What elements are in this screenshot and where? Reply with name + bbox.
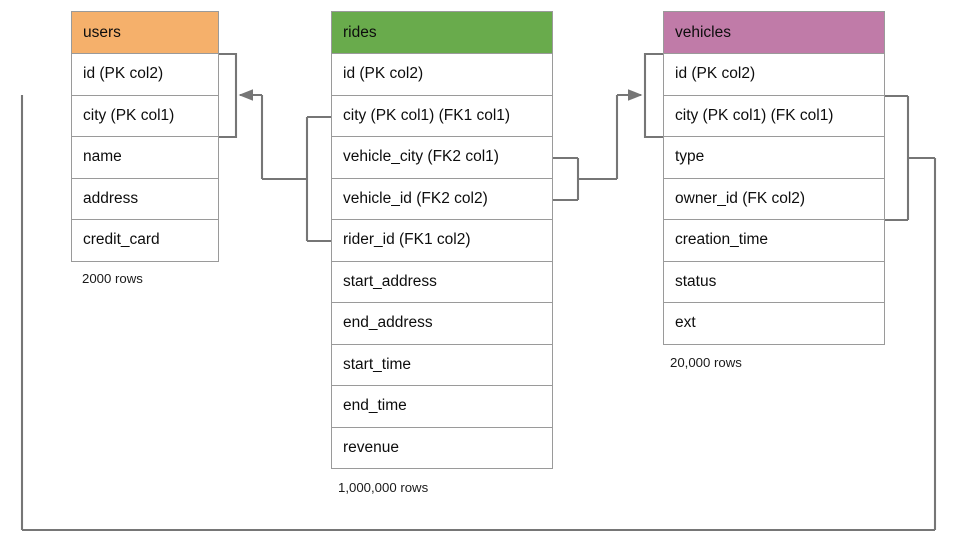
column-label: start_address bbox=[343, 272, 437, 290]
column-label: id (PK col2) bbox=[83, 65, 164, 83]
column-row[interactable]: vehicle_id (FK2 col2) bbox=[331, 178, 553, 220]
column-label: ext bbox=[675, 314, 696, 332]
column-label: credit_card bbox=[83, 231, 160, 249]
column-row[interactable]: start_address bbox=[331, 261, 553, 303]
column-label: city (PK col1) bbox=[83, 106, 175, 124]
entity-title: rides bbox=[343, 23, 377, 41]
connector-fk1-rides-users bbox=[219, 52, 331, 243]
column-label: city (PK col1) (FK col1) bbox=[675, 106, 834, 124]
column-row[interactable]: city (PK col1) bbox=[71, 95, 219, 137]
entity-header-vehicles: vehicles bbox=[663, 11, 885, 54]
column-label: end_time bbox=[343, 397, 407, 415]
column-label: vehicle_id (FK2 col2) bbox=[343, 189, 488, 207]
row-count-label-rides: 1,000,000 rows bbox=[338, 480, 429, 495]
column-label: name bbox=[83, 148, 122, 166]
column-row[interactable]: credit_card bbox=[71, 220, 219, 262]
column-label: address bbox=[83, 189, 139, 207]
column-label: start_time bbox=[343, 355, 412, 373]
column-row[interactable]: start_time bbox=[331, 344, 553, 386]
column-row[interactable]: id (PK col2) bbox=[71, 54, 219, 96]
column-row[interactable]: end_address bbox=[331, 303, 553, 345]
column-row[interactable]: vehicle_city (FK2 col1) bbox=[331, 137, 553, 179]
column-row[interactable]: city (PK col1) (FK col1) bbox=[663, 95, 885, 137]
column-row[interactable]: id (PK col2) bbox=[663, 54, 885, 96]
column-row[interactable]: owner_id (FK col2) bbox=[663, 178, 885, 220]
column-label: creation_time bbox=[675, 231, 769, 249]
entity-table-rides[interactable]: rides id (PK col2) city (PK col1) (FK1 c… bbox=[331, 11, 553, 469]
column-label: status bbox=[675, 272, 717, 290]
entity-header-rides: rides bbox=[331, 11, 553, 54]
column-label: rider_id (FK1 col2) bbox=[343, 231, 471, 249]
column-row[interactable]: ext bbox=[663, 303, 885, 345]
entity-title: users bbox=[83, 23, 121, 41]
column-label: city (PK col1) (FK1 col1) bbox=[343, 106, 511, 124]
column-label: id (PK col2) bbox=[343, 65, 424, 83]
column-row[interactable]: revenue bbox=[331, 427, 553, 469]
column-row[interactable]: creation_time bbox=[663, 220, 885, 262]
column-row[interactable]: type bbox=[663, 137, 885, 179]
column-row[interactable]: status bbox=[663, 261, 885, 303]
connector-fk2-rides-vehicles bbox=[553, 52, 663, 202]
column-row[interactable]: address bbox=[71, 178, 219, 220]
column-label: owner_id (FK col2) bbox=[675, 189, 806, 207]
column-label: vehicle_city (FK2 col1) bbox=[343, 148, 499, 166]
column-label: id (PK col2) bbox=[675, 65, 756, 83]
entity-header-users: users bbox=[71, 11, 219, 54]
column-row[interactable]: name bbox=[71, 137, 219, 179]
column-row[interactable]: city (PK col1) (FK1 col1) bbox=[331, 95, 553, 137]
entity-title: vehicles bbox=[675, 23, 731, 41]
column-row[interactable]: rider_id (FK1 col2) bbox=[331, 220, 553, 262]
column-row[interactable]: id (PK col2) bbox=[331, 54, 553, 96]
entity-table-vehicles[interactable]: vehicles id (PK col2) city (PK col1) (FK… bbox=[663, 11, 885, 345]
column-label: revenue bbox=[343, 438, 400, 456]
column-row[interactable]: end_time bbox=[331, 386, 553, 428]
row-count-label-vehicles: 20,000 rows bbox=[670, 355, 742, 370]
column-label: end_address bbox=[343, 314, 433, 332]
row-count-label-users: 2000 rows bbox=[82, 271, 143, 286]
entity-table-users[interactable]: users id (PK col2) city (PK col1) name a… bbox=[71, 11, 219, 262]
column-label: type bbox=[675, 148, 705, 166]
